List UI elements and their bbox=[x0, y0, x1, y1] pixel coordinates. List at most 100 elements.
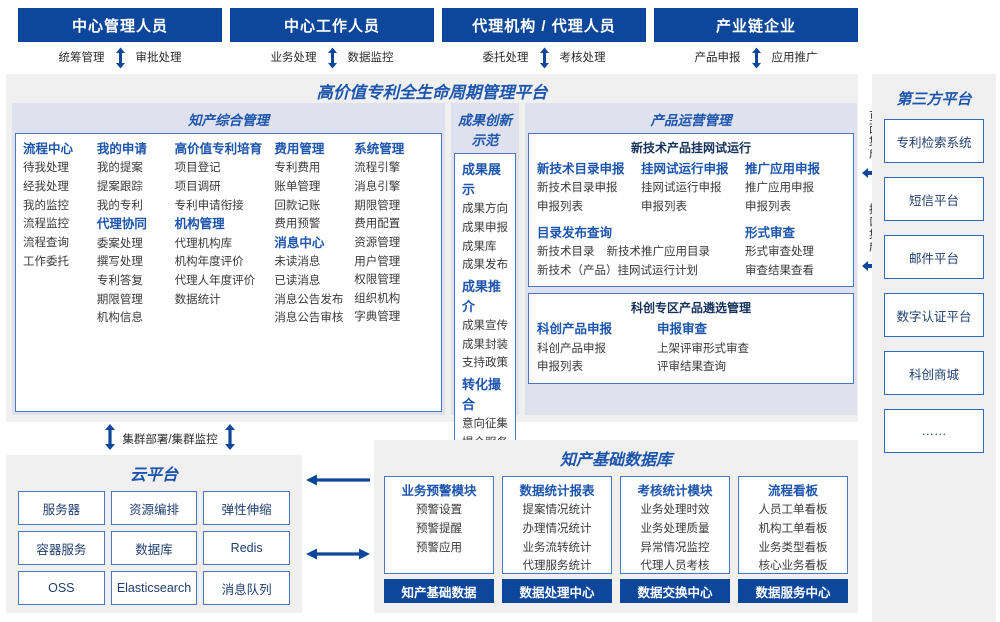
third-party-item-5[interactable]: …… bbox=[884, 409, 984, 453]
third-party-item-3[interactable]: 数字认证平台 bbox=[884, 293, 984, 337]
role-action-label: 产品申报 bbox=[694, 52, 741, 64]
kechuang-item: 上架评审形式审查 bbox=[657, 342, 749, 355]
third-party-sidebar: 第三方平台 专利检索系统短信平台邮件平台数字认证平台科创商城 …… bbox=[872, 74, 996, 622]
zhichan-head: 机构管理 bbox=[174, 217, 225, 232]
chanpin-item: 申报列表 bbox=[641, 201, 687, 213]
chanpin-item: 挂网试运行申报 bbox=[641, 182, 722, 195]
database-col-head: 考核统计模块 bbox=[637, 484, 713, 498]
chengguo-item: 成果宣传 bbox=[462, 320, 508, 333]
chanpin-newtech-col-0: 新技术目录申报新技术目录申报申报列表 bbox=[537, 160, 641, 217]
chanpin-head: 推广应用申报 bbox=[745, 162, 821, 176]
chanpin-subbox-newtech-title: 新技术产品挂网试运行 bbox=[630, 141, 751, 155]
chanpin-subbox-kechuang-title: 科创专区产品遴选管理 bbox=[630, 301, 751, 316]
panel-chengguo-title: 成果创新示范 bbox=[458, 113, 512, 148]
role-flow-arrow-icon bbox=[539, 47, 550, 69]
chanpin-item: 申报列表 bbox=[745, 201, 791, 213]
database-column-3: 流程看板人员工单看板机构工单看板业务类型看板核心业务看板数据服务中心 bbox=[738, 476, 848, 603]
chanpin-item: 申报列表 bbox=[537, 201, 583, 213]
third-party-item-2[interactable]: 邮件平台 bbox=[884, 235, 984, 279]
chanpin-item: 推广应用申报 bbox=[745, 182, 814, 195]
db-to-cloud-arrow-icon bbox=[305, 473, 371, 492]
database-col-item: 核心业务看板 bbox=[758, 560, 828, 573]
cloud-item-1[interactable]: 资源编排 bbox=[110, 491, 198, 525]
zhichan-item: 经我处理 bbox=[23, 181, 69, 193]
chanpin-item: 审查结果查看 bbox=[745, 264, 814, 277]
third-party-list: 专利检索系统短信平台邮件平台数字认证平台科创商城 …… bbox=[872, 119, 996, 453]
third-party-title: 第三方平台 bbox=[896, 91, 972, 108]
zhichan-item: 专利答复 bbox=[96, 274, 143, 287]
cloud-item-3[interactable]: 容器服务 bbox=[18, 531, 105, 565]
database-column-1: 数据统计报表提案情况统计办理情况统计业务流转统计代理服务统计数据处理中心 bbox=[502, 476, 612, 603]
zhichan-item: 委案处理 bbox=[96, 237, 143, 250]
database-col-head: 数据统计报表 bbox=[519, 484, 595, 498]
zhichan-head: 消息中心 bbox=[274, 235, 325, 250]
chengguo-item: 成果申报 bbox=[462, 221, 508, 234]
zhichan-column-2: 高价值专利培育项目登记项目调研专利申请衔接机构管理代理机构库机构年度评价代理人年… bbox=[175, 140, 275, 328]
third-party-item-4[interactable]: 科创商城 bbox=[884, 351, 984, 395]
database-col-item: 预警应用 bbox=[416, 541, 462, 554]
zhichan-head: 代理协同 bbox=[96, 217, 147, 232]
database-column-top-0: 业务预警模块预警设置预警提醒预警应用 bbox=[384, 476, 494, 574]
cloud-item-7[interactable]: Elasticsearch bbox=[110, 571, 198, 605]
zhichan-item: 专利申请衔接 bbox=[174, 199, 244, 212]
zhichan-item: 未读消息 bbox=[274, 256, 321, 269]
third-party-item-0[interactable]: 专利检索系统 bbox=[884, 119, 984, 163]
database-footer-0[interactable]: 知产基础数据 bbox=[384, 579, 494, 603]
role-action-label: 统筹管理 bbox=[58, 52, 105, 64]
zhichan-item: 资源管理 bbox=[354, 236, 401, 249]
zhichan-item: 项目调研 bbox=[174, 181, 221, 193]
database-column-top-2: 考核统计模块业务处理时效业务处理质量异常情况监控代理人员考核 bbox=[620, 476, 730, 574]
role-bar-0[interactable]: 中心管理人员 bbox=[18, 8, 222, 42]
zhichan-item: 流程查询 bbox=[23, 236, 69, 249]
zhichan-head: 费用管理 bbox=[274, 142, 325, 156]
cloud-item-0[interactable]: 服务器 bbox=[18, 491, 105, 525]
zhichan-item: 提案跟踪 bbox=[96, 181, 143, 193]
kechuang-item: 评审结果查询 bbox=[657, 361, 726, 374]
cloud-item-4[interactable]: 数据库 bbox=[110, 531, 198, 565]
chanpin-newtech-col-1: 挂网试运行申报挂网试运行申报申报列表 bbox=[641, 160, 745, 217]
cloud-item-2[interactable]: 弹性伸缩 bbox=[203, 491, 290, 525]
zhichan-item: 回款记账 bbox=[274, 199, 321, 212]
cloud-item-8[interactable]: 消息队列 bbox=[203, 571, 290, 605]
database-col-item: 业务处理质量 bbox=[640, 523, 710, 535]
panel-chanpin: 产品运营管理 新技术产品挂网试运行新技术目录申报新技术目录申报申报列表挂网试运行… bbox=[525, 103, 857, 415]
chanpin-catalog-col: 目录发布查询新技术目录新技术推广应用目录新技术（产品）挂网试运行计划 bbox=[537, 224, 745, 281]
role-actions-group: 统筹管理审批处理业务处理数据监控委托处理考核处理产品申报应用推广 bbox=[18, 44, 858, 70]
database-col-item: 预警设置 bbox=[416, 504, 462, 517]
role-bar-1[interactable]: 中心工作人员 bbox=[230, 8, 434, 42]
role-action-label: 业务处理 bbox=[270, 52, 317, 64]
third-party-item-1[interactable]: 短信平台 bbox=[884, 177, 984, 221]
database-column-top-3: 流程看板人员工单看板机构工单看板业务类型看板核心业务看板 bbox=[738, 476, 848, 574]
role-bar-2[interactable]: 代理机构 / 代理人员 bbox=[442, 8, 646, 42]
chanpin-item: 新技术推广应用目录 bbox=[606, 246, 711, 258]
zhichan-item: 期限管理 bbox=[96, 293, 143, 306]
cloud-item-5[interactable]: Redis bbox=[203, 531, 290, 565]
zhichan-column-3: 费用管理专利费用账单管理回款记账费用预警消息中心未读消息已读消息消息公告发布消息… bbox=[274, 140, 354, 328]
database-footer-1[interactable]: 数据处理中心 bbox=[502, 579, 612, 603]
panel-chengguo-body: 成果展示成果方向成果申报成果库成果发布成果推介成果宣传成果封装支持政策转化撮合意… bbox=[454, 153, 516, 479]
chengguo-item: 成果封装 bbox=[462, 338, 508, 351]
database-col-item: 业务类型看板 bbox=[758, 541, 828, 554]
database-footer-3[interactable]: 数据服务中心 bbox=[738, 579, 848, 603]
panel-zhichan: 知产综合管理 流程中心待我处理经我处理我的监控流程监控流程查询工作委托我的申请我… bbox=[12, 103, 445, 415]
database-col-item: 代理人员考核 bbox=[640, 560, 710, 573]
database-col-item: 机构工单看板 bbox=[758, 523, 828, 535]
platform-panels: 知产综合管理 流程中心待我处理经我处理我的监控流程监控流程查询工作委托我的申请我… bbox=[12, 103, 857, 479]
zhichan-item: 数据统计 bbox=[174, 293, 221, 306]
zhichan-column-1: 我的申请我的提案提案跟踪我的专利代理协同委案处理撰写处理专利答复期限管理机构信息 bbox=[97, 140, 175, 328]
chengguo-head: 转化撮合 bbox=[462, 376, 502, 413]
role-bar-3[interactable]: 产业链企业 bbox=[654, 8, 858, 42]
zhichan-item: 撰写处理 bbox=[96, 256, 143, 269]
chanpin-item: 新技术目录申报 bbox=[537, 182, 618, 195]
zhichan-head: 流程中心 bbox=[23, 142, 74, 156]
platform-container: 高价值专利全生命周期管理平台 知产综合管理 流程中心待我处理经我处理我的监控流程… bbox=[6, 74, 858, 479]
cluster-link: 集群部署/集群监控 bbox=[70, 423, 270, 454]
database-footer-2[interactable]: 数据交换中心 bbox=[620, 579, 730, 603]
database-section: 知产基础数据库 业务预警模块预警设置预警提醒预警应用知产基础数据数据统计报表提案… bbox=[374, 440, 858, 613]
zhichan-item: 消息公告发布 bbox=[274, 293, 344, 306]
kechuang-item: 申报列表 bbox=[537, 361, 583, 374]
panel-zhichan-title: 知产综合管理 bbox=[188, 113, 269, 128]
cloud-item-6[interactable]: OSS bbox=[18, 571, 105, 605]
zhichan-item: 专利费用 bbox=[274, 162, 321, 175]
